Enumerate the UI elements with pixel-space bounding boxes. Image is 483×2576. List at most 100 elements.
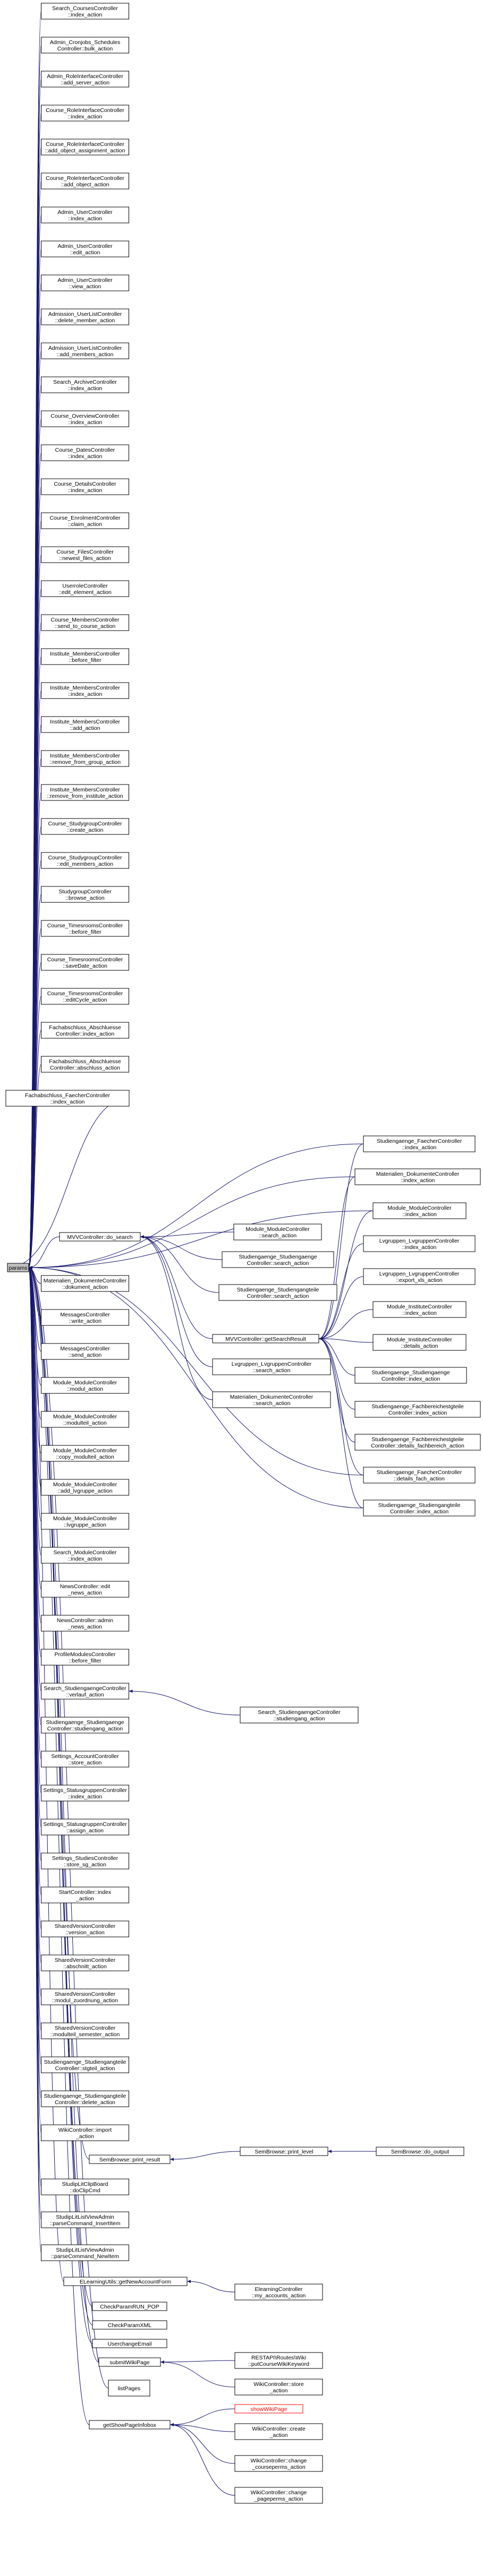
node-s8[interactable]: WikiController::create_action [234, 2423, 323, 2440]
node-n69[interactable]: submitWikiPage [98, 2357, 161, 2367]
node-n20[interactable]: Institute_MembersController::before_filt… [41, 648, 129, 665]
node-n1[interactable]: Search_CoursesController::index_action [41, 3, 129, 20]
node-s6[interactable]: WikiController::store_action [234, 2379, 323, 2396]
node-m1[interactable]: Studiengaenge_FaecherController::index_a… [363, 1135, 476, 1152]
node-n50[interactable]: Settings_StatusgruppenController::index_… [41, 1785, 129, 1802]
node-n47[interactable]: Search_StudiengaengeController::verlauf_… [41, 1683, 129, 1700]
node-n25[interactable]: Course_StudygroupController::create_acti… [41, 818, 129, 835]
node-p7[interactable]: Studiengaenge_FachbereichestgteileContro… [354, 1401, 481, 1418]
node-n14[interactable]: Course_DatesController::index_action [41, 444, 129, 461]
node-n31[interactable]: Fachabschluss_AbschluesseController::ind… [41, 1022, 129, 1039]
node-n12[interactable]: Search_ArchiveController::index_action [41, 376, 129, 393]
node-n30[interactable]: Course_TimesroomsController::editCycle_a… [41, 988, 129, 1005]
node-p9[interactable]: Studiengaenge_FaecherController::details… [363, 1467, 476, 1484]
node-n27[interactable]: StudygroupController::browse_action [41, 886, 129, 903]
node-n22[interactable]: Institute_MembersController::add_action [41, 716, 129, 733]
node-n44[interactable]: NewsController::edit_news_action [41, 1581, 129, 1598]
node-n57[interactable]: SharedVersionController::modulteil_semes… [41, 2022, 129, 2039]
node-root[interactable]: params [7, 1263, 29, 1272]
node-n68[interactable]: UserchangeEmail [92, 2339, 167, 2348]
node-s9[interactable]: WikiController::change_courseperms_actio… [234, 2455, 323, 2472]
node-n59[interactable]: Studiengaenge_StudiengangteileController… [41, 2090, 129, 2107]
node-n60[interactable]: WikiController::import_action [41, 2124, 129, 2141]
node-n15[interactable]: Course_DetailsController::index_action [41, 478, 129, 495]
node-s4[interactable]: ElearningController::my_accounts_action [234, 2284, 323, 2301]
node-m7[interactable]: Lvgruppen_LvgruppenController::search_ac… [212, 1358, 331, 1375]
node-n70[interactable]: listPages [108, 2380, 150, 2397]
node-n18[interactable]: UserroleController::edit_element_action [41, 580, 129, 597]
node-m6[interactable]: MVVController::getSearchResult [212, 1334, 319, 1343]
node-n52[interactable]: Settings_StudiesController::store_sg_act… [41, 1853, 129, 1869]
node-n17[interactable]: Course_FilesController::newest_files_act… [41, 546, 129, 563]
node-n48[interactable]: Studiengaenge_StudiengaengeController::s… [41, 1717, 129, 1734]
node-n10[interactable]: Admission_UserListController::delete_mem… [41, 308, 129, 325]
node-s5[interactable]: RESTAPI\Routes\Wiki::putCourseWikiKeywor… [234, 2352, 323, 2369]
node-n54[interactable]: SharedVersionController::version_action [41, 1920, 129, 1937]
node-n55[interactable]: SharedVersionController::abschnitt_actio… [41, 1954, 129, 1971]
node-n6[interactable]: Course_RoleInterfaceController::add_obje… [41, 173, 129, 189]
node-n26[interactable]: Course_StudygroupController::edit_member… [41, 852, 129, 869]
node-n34[interactable]: MVVController::do_search [59, 1232, 141, 1242]
node-n36[interactable]: MessagesController::write_action [41, 1309, 129, 1326]
node-n11[interactable]: Admission_UserListController::add_member… [41, 342, 129, 359]
node-n2[interactable]: Admin_Cronjobs_SchedulesController::bulk… [41, 37, 129, 54]
node-n65[interactable]: ELearningUtils::getNewAccountForm [63, 2277, 188, 2286]
node-n16[interactable]: Course_EnrolmentController::claim_action [41, 512, 129, 529]
node-n51[interactable]: Settings_StatusgruppenController::assign… [41, 1819, 129, 1836]
node-m8[interactable]: Materialien_DokumenteController::search_… [212, 1391, 331, 1408]
node-n28[interactable]: Course_TimesroomsController::before_filt… [41, 920, 129, 937]
node-n3[interactable]: Admin_RoleInterfaceController::add_serve… [41, 71, 129, 88]
node-n49[interactable]: Settings_AccountController::store_action [41, 1751, 129, 1768]
node-n23[interactable]: Institute_MembersController::remove_from… [41, 750, 129, 767]
node-n71[interactable]: getShowPageInfobox [89, 2420, 171, 2429]
node-p6[interactable]: Studiengaenge_StudiengaengeController::i… [354, 1367, 467, 1384]
node-n62[interactable]: StudipLitClipBoard::doClipCmd [41, 2178, 129, 2195]
node-n58[interactable]: Studiengaenge_StudiengangteileController… [41, 2056, 129, 2073]
node-n13[interactable]: Course_OverviewController::index_action [41, 410, 129, 427]
node-n4[interactable]: Course_RoleInterfaceController::index_ac… [41, 105, 129, 122]
node-p5[interactable]: Module_InstituteController::details_acti… [372, 1334, 467, 1351]
node-n43[interactable]: Search_ModuleController::index_action [41, 1547, 129, 1564]
node-p10[interactable]: Studiengaenge_StudiengangteileController… [363, 1500, 476, 1517]
node-n9[interactable]: Admin_UserController::view_action [41, 274, 129, 291]
node-n56[interactable]: SharedVersionController::modul_zuordnung… [41, 1988, 129, 2005]
node-n33[interactable]: Fachabschluss_FaecherController::index_a… [5, 1090, 130, 1107]
node-n46[interactable]: ProfileModulesController::before_filter [41, 1649, 129, 1666]
node-n24[interactable]: Institute_MembersController::remove_from… [41, 784, 129, 801]
node-m2[interactable]: Materialien_DokumenteController::index_a… [354, 1168, 481, 1185]
node-n7[interactable]: Admin_UserController::index_action [41, 206, 129, 223]
node-n42[interactable]: Module_ModuleController::lvgruppe_action [41, 1513, 129, 1530]
node-n66[interactable]: CheckParamRUN_POP [92, 2302, 167, 2311]
node-s10[interactable]: WikiController::change_pageperms_action [234, 2487, 323, 2504]
node-m3[interactable]: Module_ModuleController::search_action [233, 1224, 322, 1240]
node-s1[interactable]: Search_StudiengaengeController::studieng… [240, 1707, 359, 1724]
node-n38[interactable]: Module_ModuleController::modul_action [41, 1377, 129, 1394]
node-p1[interactable]: Module_ModuleController::index_action [372, 1202, 467, 1219]
node-p4[interactable]: Module_InstituteController::index_action [372, 1301, 467, 1318]
node-p3[interactable]: Lvgruppen_LvgruppenController::export_xl… [363, 1268, 476, 1285]
node-n29[interactable]: Course_TimesroomsController::saveDate_ac… [41, 954, 129, 971]
node-n8[interactable]: Admin_UserController::edit_action [41, 240, 129, 257]
node-s7[interactable]: showWikiPage [234, 2404, 303, 2414]
node-n63[interactable]: StudipLitListViewAdmin::parseCommand_Ins… [41, 2211, 129, 2228]
node-n53[interactable]: StartController::index_action [41, 1886, 129, 1903]
node-s2[interactable]: SemBrowse::print_level [240, 2147, 328, 2156]
node-p2[interactable]: Lvgruppen_LvgruppenController::index_act… [363, 1235, 476, 1252]
node-n19[interactable]: Course_MembersController::send_to_course… [41, 614, 129, 631]
node-n67[interactable]: CheckParamXML [92, 2320, 167, 2330]
node-n37[interactable]: MessagesController::send_action [41, 1343, 129, 1360]
node-n32[interactable]: Fachabschluss_AbschluesseController::abs… [41, 1056, 129, 1073]
node-m4[interactable]: Studiengaenge_StudiengaengeController::s… [222, 1251, 334, 1268]
node-n64[interactable]: StudipLitListViewAdmin::parseCommand_New… [41, 2244, 129, 2261]
node-p8[interactable]: Studiengaenge_FachbereichestgteileContro… [354, 1434, 481, 1451]
node-n35[interactable]: Materialien_DokumenteController::dokumen… [41, 1275, 129, 1292]
node-s3[interactable]: SemBrowse::do_output [376, 2147, 464, 2156]
node-n61[interactable]: SemBrowse::print_result [89, 2155, 171, 2164]
node-m5[interactable]: Studiengaenge_StudiengangteileController… [218, 1284, 337, 1301]
node-n40[interactable]: Module_ModuleController::copy_modulteil_… [41, 1445, 129, 1462]
node-n41[interactable]: Module_ModuleController::add_lvgruppe_ac… [41, 1479, 129, 1496]
node-n5[interactable]: Course_RoleInterfaceController::add_obje… [41, 139, 129, 156]
node-n39[interactable]: Module_ModuleController::modulteil_actio… [41, 1411, 129, 1428]
node-n45[interactable]: NewsController::admin_news_action [41, 1615, 129, 1632]
node-n21[interactable]: Institute_MembersController::index_actio… [41, 682, 129, 699]
